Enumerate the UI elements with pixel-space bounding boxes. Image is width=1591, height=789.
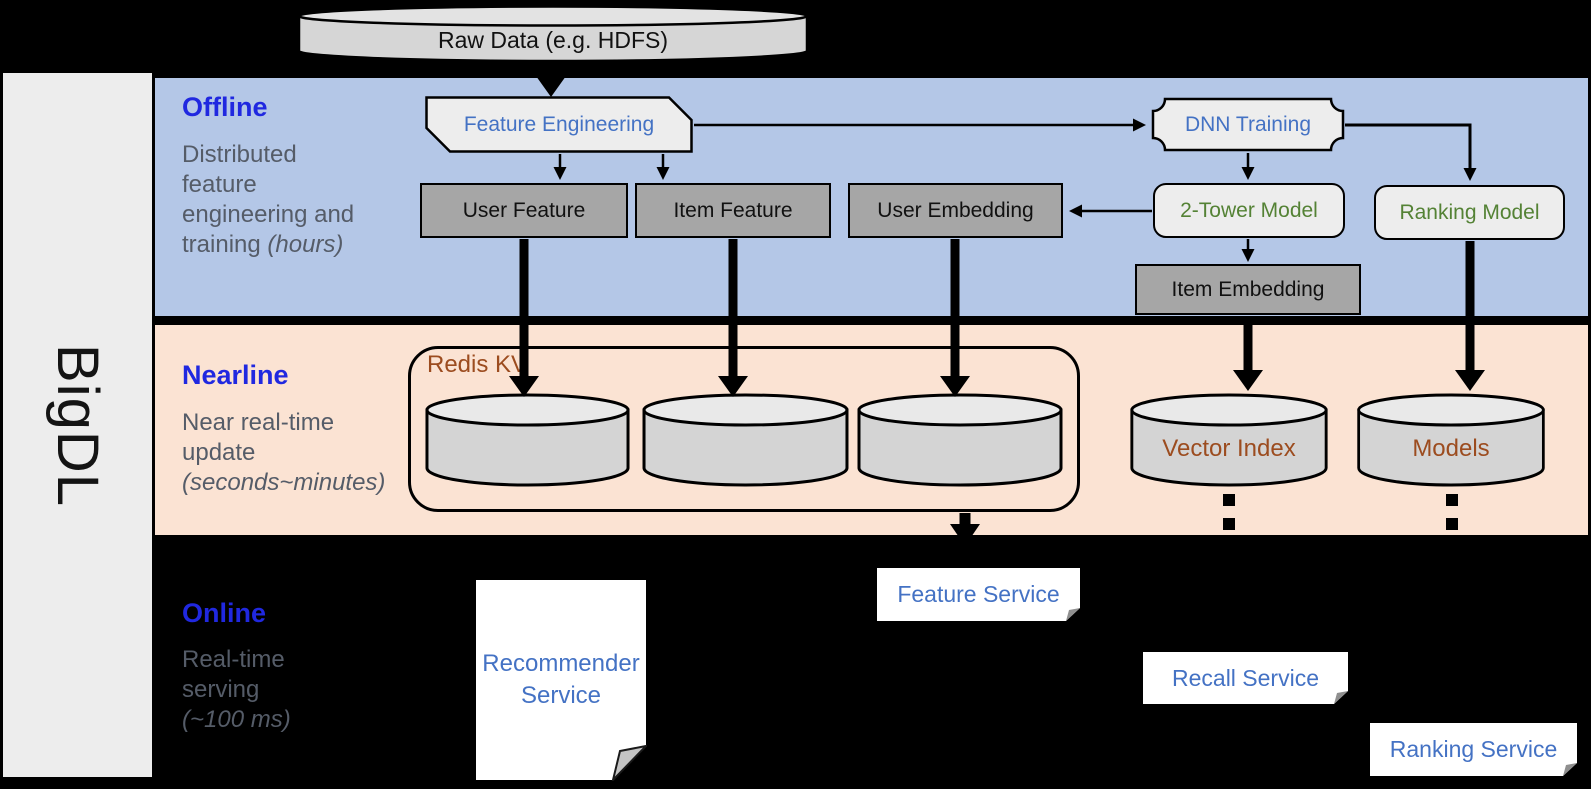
vector-index-label: Vector Index [1162, 435, 1296, 462]
user-embedding-node: User Embedding [848, 183, 1063, 238]
plaque-shape [1151, 97, 1345, 152]
vector-index-cylinder: Vector Index [1128, 390, 1330, 490]
online-description-text: Real-time serving [182, 646, 285, 703]
raw-data-label: Raw Data (e.g. HDFS) [437, 26, 669, 53]
models-cylinder: Models [1355, 390, 1547, 490]
nearline-description: Near real-time update (seconds~minutes) [182, 408, 396, 498]
ranking-model-label: Ranking Model [1399, 200, 1540, 224]
user-feature-label: User Feature [462, 198, 586, 222]
bigdl-sidebar: BigDL [3, 73, 152, 777]
two-tower-model-label: 2-Tower Model [1180, 198, 1318, 222]
redis-cylinder-1 [423, 390, 632, 490]
online-description-latency: (~100 ms) [182, 706, 291, 733]
feature-engineering-label: Feature Engineering [463, 112, 655, 136]
item-embedding-label: Item Embedding [1171, 277, 1325, 301]
redis-kv-label: Redis KV [427, 351, 528, 378]
user-feature-node: User Feature [420, 183, 628, 238]
bigdl-logo-text: BigDL [45, 343, 111, 507]
feature-engineering-node: Feature Engineering [425, 96, 693, 153]
feature-service-label: Feature Service [897, 581, 1060, 607]
dnn-training-label: DNN Training [1184, 112, 1312, 136]
item-feature-node: Item Feature [635, 183, 831, 238]
nearline-description-latency: (seconds~minutes) [182, 469, 386, 496]
ranking-service-node: Ranking Service [1370, 723, 1577, 776]
recall-service-label: Recall Service [1172, 664, 1319, 691]
online-description: Real-time serving (~100 ms) [182, 645, 312, 735]
note-shape [1143, 652, 1348, 704]
feature-service-node: Feature Service [877, 568, 1080, 621]
cylinder-shape [857, 393, 1063, 487]
redis-kv-container [408, 346, 1080, 512]
note-shape [877, 568, 1080, 621]
nearline-description-text: Near real-time update [182, 409, 335, 466]
ranking-model-node: Ranking Model [1374, 185, 1565, 240]
dnn-training-node: DNN Training [1151, 97, 1345, 152]
redis-cylinder-2 [640, 390, 851, 490]
user-embedding-label: User Embedding [877, 198, 1034, 222]
recall-service-node: Recall Service [1143, 652, 1348, 704]
note-shape [1370, 723, 1577, 776]
snip-rect-shape [425, 96, 693, 153]
document-shape [476, 580, 647, 781]
cylinder-shape [297, 5, 809, 63]
raw-data-cylinder: Raw Data (e.g. HDFS) [296, 4, 810, 64]
item-feature-label: Item Feature [673, 198, 793, 222]
cylinder-shape [1130, 393, 1328, 487]
cylinder-shape [642, 393, 849, 487]
models-label: Models [1412, 435, 1490, 462]
two-tower-model-node: 2-Tower Model [1153, 183, 1345, 238]
cylinder-shape [1357, 393, 1545, 487]
offline-description-latency: (hours) [267, 231, 344, 258]
recommender-service-node: Recommender Service [475, 579, 647, 781]
ranking-service-label: Ranking Service [1389, 736, 1558, 762]
cylinder-shape [425, 393, 630, 487]
offline-description-text: Distributed feature engineering and trai… [182, 141, 355, 258]
online-title: Online [182, 598, 267, 628]
redis-cylinder-3 [855, 390, 1065, 490]
offline-title: Offline [182, 92, 268, 122]
nearline-title: Nearline [182, 360, 289, 390]
recommender-service-label: Recommender Service [482, 650, 640, 709]
item-embedding-node: Item Embedding [1135, 264, 1361, 315]
offline-description: Distributed feature engineering and trai… [182, 140, 366, 260]
